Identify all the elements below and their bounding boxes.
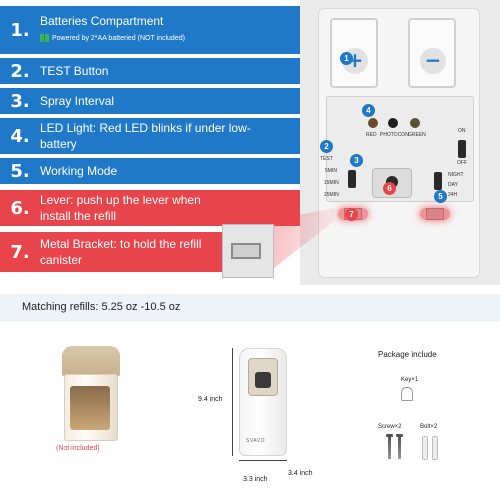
package-title: Package include	[378, 350, 437, 359]
screw-label: Screw×2	[378, 424, 402, 430]
test-label: TEST	[320, 156, 333, 162]
feature-row-4: 4. LED Light: Red LED blinks if under lo…	[0, 118, 300, 154]
minus-terminal-icon: −	[420, 48, 446, 74]
feature-row-7: 7. Metal Bracket: to hold the refill can…	[0, 232, 222, 272]
height-dimension-line	[232, 348, 233, 456]
feature-label: TEST Button	[40, 64, 109, 78]
badge-3: 3	[350, 154, 363, 167]
mode-night: NIGHT	[448, 172, 464, 178]
interval-15min: 15MIN	[324, 180, 339, 186]
feature-label: LED Light: Red LED blinks if under low-b…	[40, 121, 251, 151]
refills-band	[0, 294, 500, 322]
bracket-zoom-detail	[231, 243, 261, 259]
bracket-highlight	[420, 208, 450, 220]
feature-row-5: 5. Working Mode	[0, 158, 300, 184]
bolt-icon	[422, 436, 428, 460]
badge-5: 5	[434, 190, 447, 203]
led-photocon-label: PHOTOCON	[380, 132, 409, 138]
key-icon	[401, 387, 413, 401]
badge-4: 4	[362, 104, 375, 117]
badge-2: 2	[320, 140, 333, 153]
matching-refills-text: Matching refills: 5.25 oz -10.5 oz	[22, 301, 181, 313]
feature-number: 7.	[10, 241, 30, 263]
feature-number: 5.	[10, 160, 30, 182]
feature-row-2: 2. TEST Button	[0, 58, 300, 84]
badge-7: 7	[345, 208, 358, 221]
width-dimension-line	[239, 460, 287, 461]
bolt-icon	[432, 436, 438, 460]
interval-switch[interactable]	[348, 170, 356, 188]
off-label: OFF	[457, 160, 467, 166]
feature-sub-label: Powered by 2*AA batteried (NOT included)	[52, 35, 185, 42]
feature-label: Working Mode	[40, 164, 118, 178]
onoff-switch[interactable]	[458, 140, 466, 158]
key-label: Key×1	[401, 377, 419, 383]
feature-label: Metal Bracket: to hold the refill canist…	[40, 237, 202, 267]
dispenser-brand: SVAVO	[246, 438, 265, 444]
height-dimension: 9.4 inch	[198, 396, 223, 403]
feature-row-3: 3. Spray Interval	[0, 88, 300, 114]
led-green	[410, 118, 420, 128]
depth-dimension: 3.4 inch	[288, 470, 313, 477]
screw-head-icon	[386, 434, 393, 437]
refill-can	[62, 346, 120, 441]
led-red	[368, 118, 378, 128]
mode-switch[interactable]	[434, 172, 442, 190]
screw-icon	[388, 437, 391, 459]
interval-25min: 25MIN	[324, 192, 339, 198]
battery-icon	[45, 34, 49, 43]
bolt-label: Bolt×2	[420, 424, 438, 430]
bracket-zoom-inset	[222, 224, 274, 278]
mode-24h: 24H	[448, 192, 458, 198]
feature-label: Lever: push up the lever when install th…	[40, 193, 201, 223]
feature-number: 1.	[10, 19, 30, 41]
led-photocon	[388, 118, 398, 128]
refill-can-cap	[62, 346, 120, 376]
led-green-label: GREEN	[408, 132, 426, 138]
feature-label: Batteries Compartment	[40, 14, 164, 28]
not-included-note: (Not included)	[56, 445, 100, 452]
feature-number: 3.	[10, 90, 30, 112]
dispenser-nozzle	[255, 372, 271, 388]
width-dimension: 3.3 inch	[243, 476, 268, 483]
feature-row-6: 6. Lever: push up the lever when install…	[0, 190, 300, 226]
feature-label: Spray Interval	[40, 94, 115, 108]
feature-number: 6.	[10, 197, 30, 219]
feature-number: 4.	[10, 125, 30, 147]
on-label: ON	[458, 128, 466, 134]
feature-number: 2.	[10, 60, 30, 82]
mode-day: DAY	[448, 182, 458, 188]
battery-icon	[40, 34, 44, 43]
refill-can-label	[70, 386, 110, 430]
screw-head-icon	[396, 434, 403, 437]
screw-icon	[398, 437, 401, 459]
badge-1: 1	[340, 52, 353, 65]
feature-row-1: 1. Batteries Compartment Powered by 2*AA…	[0, 6, 300, 54]
led-red-label: RED	[366, 132, 377, 138]
badge-6: 6	[383, 182, 396, 195]
interval-5min: 5MIN	[325, 168, 337, 174]
